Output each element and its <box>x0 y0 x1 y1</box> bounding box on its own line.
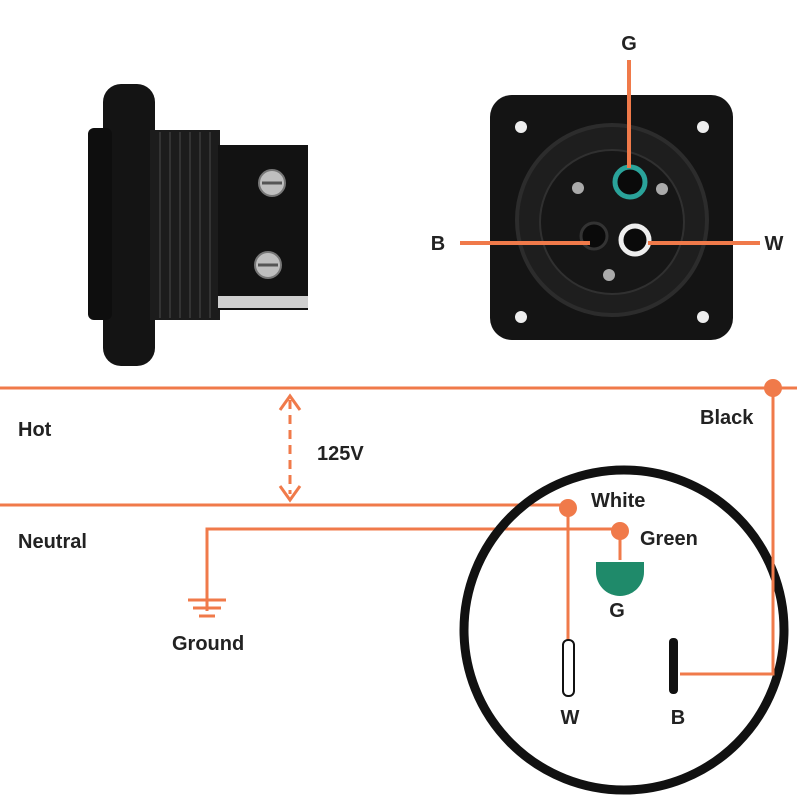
voltage-arrow <box>278 393 302 503</box>
w-blade <box>562 639 575 697</box>
green-junction <box>611 522 629 540</box>
black-label: Black <box>700 407 754 429</box>
white-socket <box>618 223 652 257</box>
side-terminal-plate <box>218 296 308 308</box>
face-screw-3 <box>603 269 615 281</box>
side-threaded-body <box>150 130 220 320</box>
face-screw-2 <box>656 183 668 195</box>
voltage-label: 125V <box>317 443 364 465</box>
receptacle-label-b: B <box>671 707 685 729</box>
hot-label: Hot <box>18 419 52 441</box>
receptacle-front-photo <box>490 95 733 340</box>
b-blade <box>669 638 678 694</box>
ground-pin <box>596 562 644 596</box>
receptacle-label-w: W <box>561 707 580 729</box>
black-junction <box>764 379 782 397</box>
ground-socket <box>612 164 648 200</box>
face-screw-1 <box>572 182 584 194</box>
side-threads <box>159 132 211 318</box>
ground-wire <box>205 527 620 611</box>
receptacle-side-photo <box>88 84 308 366</box>
mount-hole-tl <box>515 121 527 133</box>
neutral-label: Neutral <box>18 531 87 553</box>
white-label: White <box>591 490 645 512</box>
mount-hole-br <box>697 311 709 323</box>
side-flange <box>103 84 155 366</box>
photo-label-w: W <box>765 233 784 255</box>
mount-hole-bl <box>515 311 527 323</box>
receptacle-outline <box>459 465 789 795</box>
mount-hole-tr <box>697 121 709 133</box>
photo-callout-lines <box>460 60 760 245</box>
black-socket <box>579 221 609 251</box>
side-inner-ring <box>88 128 112 320</box>
receptacle-label-g: G <box>609 600 625 622</box>
photo-label-g: G <box>621 33 637 55</box>
green-label: Green <box>640 528 698 550</box>
black-wire <box>680 388 775 676</box>
side-rear-housing <box>218 145 308 310</box>
photo-label-b: B <box>431 233 445 255</box>
ground-symbol <box>188 598 226 618</box>
ground-label: Ground <box>172 633 244 655</box>
white-junction <box>559 499 577 517</box>
